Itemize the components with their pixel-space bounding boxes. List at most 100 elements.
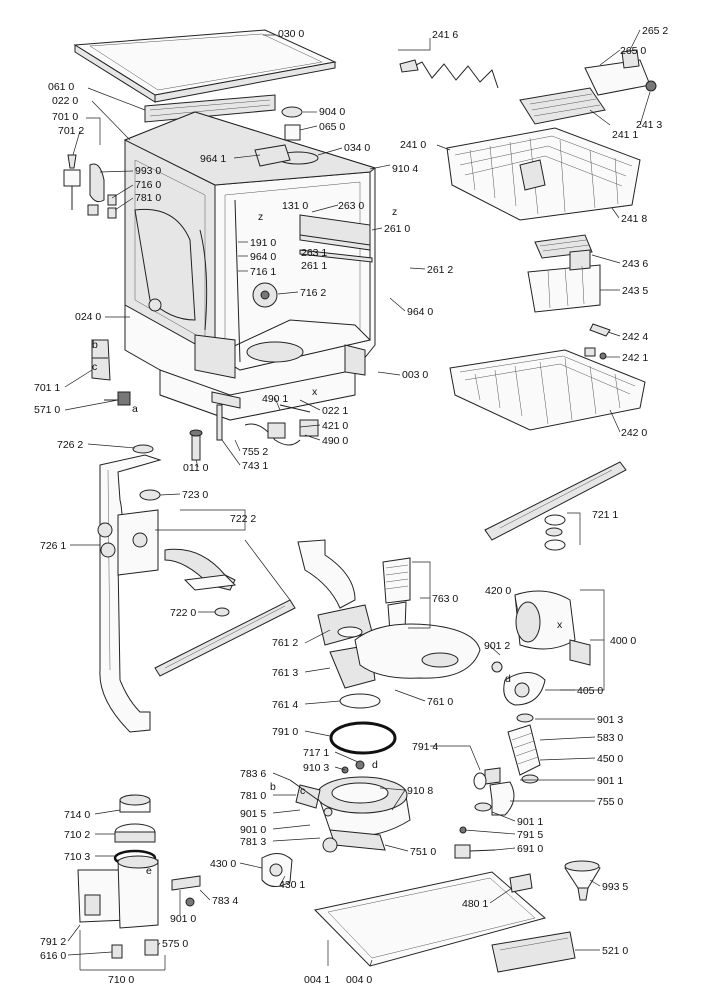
letter-c-sump: c xyxy=(300,785,305,797)
label-242-0: 242 0 xyxy=(621,427,647,439)
label-583-0: 583 0 xyxy=(597,732,623,744)
label-791-2: 791 2 xyxy=(40,936,66,948)
label-901-1b: 901 1 xyxy=(517,816,543,828)
base-plate-004-0 xyxy=(314,871,547,967)
label-901-1a: 901 1 xyxy=(597,775,623,787)
label-964-0b: 964 0 xyxy=(407,306,433,318)
label-575-0: 575 0 xyxy=(162,938,188,950)
label-261-2: 261 2 xyxy=(427,264,453,276)
label-065-0: 065 0 xyxy=(319,121,345,133)
upper-pipe-726 xyxy=(97,444,162,733)
label-763-0: 763 0 xyxy=(432,593,458,605)
label-910-3: 910 3 xyxy=(303,762,329,774)
label-964-1: 964 1 xyxy=(200,153,226,165)
front-strip-061-0 xyxy=(144,94,276,123)
kickplate-521-0 xyxy=(491,931,576,973)
label-726-1: 726 1 xyxy=(40,540,66,552)
label-243-6: 243 6 xyxy=(622,258,648,270)
misc-small-parts-791-691 xyxy=(454,826,496,859)
label-755-0: 755 0 xyxy=(597,796,623,808)
cutlery-rail-241-6 xyxy=(399,59,499,89)
upper-basket-241-0 xyxy=(446,127,641,221)
label-761-0: 761 0 xyxy=(427,696,453,708)
label-755-2: 755 2 xyxy=(242,446,268,458)
letter-b-sump: b xyxy=(270,781,276,793)
label-964-0a: 964 0 xyxy=(250,251,276,263)
label-716-0: 716 0 xyxy=(135,179,161,191)
connection-letters: b c a z z x b c d x d e xyxy=(92,206,563,877)
label-241-3: 241 3 xyxy=(636,119,662,131)
label-701-0: 701 0 xyxy=(52,111,78,123)
label-791-4: 791 4 xyxy=(412,741,438,753)
circulation-pump-400 xyxy=(491,590,591,706)
drain-pump-430 xyxy=(261,853,293,887)
label-904-0: 904 0 xyxy=(319,106,345,118)
label-430-1: 430 1 xyxy=(279,879,305,891)
label-723-0: 723 0 xyxy=(182,489,208,501)
label-901-0b: 901 0 xyxy=(170,913,196,925)
label-022-0: 022 0 xyxy=(52,95,78,107)
label-901-0: 901 0 xyxy=(240,824,266,836)
label-261-1: 261 1 xyxy=(301,260,327,272)
label-003-0: 003 0 xyxy=(402,369,428,381)
letter-z-tub-left: z xyxy=(258,211,263,223)
float-switch-480-1 xyxy=(509,873,533,893)
label-030-0: 030 0 xyxy=(278,28,304,40)
label-421-0: 421 0 xyxy=(322,420,348,432)
label-726-2: 726 2 xyxy=(57,439,83,451)
basket-height-adjuster-265 xyxy=(584,49,657,96)
letter-b-left: b xyxy=(92,339,98,351)
label-714-0: 714 0 xyxy=(64,809,90,821)
label-901-2: 901 2 xyxy=(484,640,510,652)
label-571-0: 571 0 xyxy=(34,404,60,416)
label-761-4: 761 4 xyxy=(272,699,298,711)
letter-x-base: x xyxy=(312,386,318,398)
label-241-0: 241 0 xyxy=(400,139,426,151)
label-242-4: 242 4 xyxy=(622,331,648,343)
label-993-5: 993 5 xyxy=(602,881,628,893)
label-701-1: 701 1 xyxy=(34,382,60,394)
label-450-0: 450 0 xyxy=(597,753,623,765)
label-710-0: 710 0 xyxy=(108,974,134,986)
leader-lines xyxy=(64,29,651,971)
label-716-2: 716 2 xyxy=(300,287,326,299)
small-clips-242 xyxy=(584,323,611,360)
label-521-0: 521 0 xyxy=(602,945,628,957)
label-263-0: 263 0 xyxy=(338,200,364,212)
label-131-0: 131 0 xyxy=(282,200,308,212)
label-717-1: 717 1 xyxy=(303,747,329,759)
letter-z-tub-right: z xyxy=(392,206,397,218)
lower-spray-arm-722 xyxy=(154,548,296,677)
label-910-8: 910 8 xyxy=(407,785,433,797)
label-783-6: 783 6 xyxy=(240,768,266,780)
label-061-0: 061 0 xyxy=(48,81,74,93)
label-405-0: 405 0 xyxy=(577,685,603,697)
label-034-0: 034 0 xyxy=(344,142,370,154)
label-710-2: 710 2 xyxy=(64,829,90,841)
water-softener-710 xyxy=(77,794,159,959)
letter-x-pump: x xyxy=(557,619,563,631)
cup-rack-241-1 xyxy=(519,87,606,125)
label-791-5: 791 5 xyxy=(517,829,543,841)
label-743-1: 743 1 xyxy=(242,460,268,472)
label-761-3: 761 3 xyxy=(272,667,298,679)
label-716-1: 716 1 xyxy=(250,266,276,278)
label-781-0: 781 0 xyxy=(135,192,161,204)
label-261-0: 261 0 xyxy=(384,223,410,235)
letter-d-pump: d xyxy=(505,673,511,685)
label-751-0: 751 0 xyxy=(410,846,436,858)
sump-751-0 xyxy=(289,760,411,853)
label-241-1: 241 1 xyxy=(612,129,638,141)
label-901-3: 901 3 xyxy=(597,714,623,726)
label-781-3: 781 3 xyxy=(240,836,266,848)
label-761-2: 761 2 xyxy=(272,637,298,649)
label-910-4: 910 4 xyxy=(392,163,418,175)
label-241-6: 241 6 xyxy=(432,29,458,41)
gasket-791-0 xyxy=(329,721,397,755)
label-701-2: 701 2 xyxy=(58,125,84,137)
label-241-8: 241 8 xyxy=(621,213,647,225)
label-242-1: 242 1 xyxy=(622,352,648,364)
tub-cabinet xyxy=(123,106,377,421)
label-993-0: 993 0 xyxy=(135,165,161,177)
